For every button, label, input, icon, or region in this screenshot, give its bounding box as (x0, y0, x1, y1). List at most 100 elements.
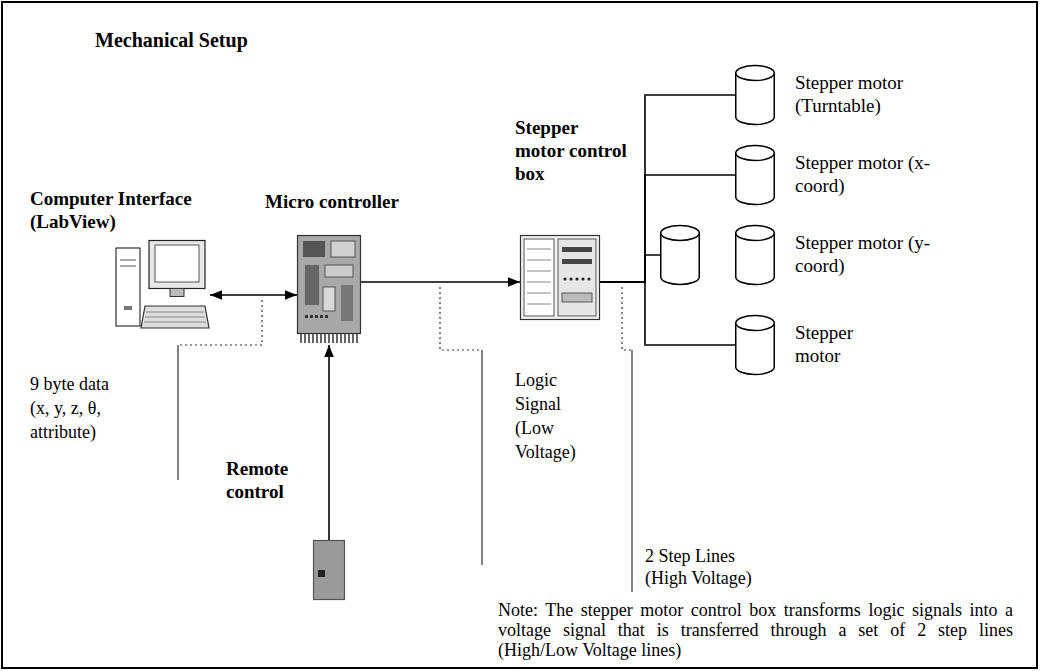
microcontroller-board-shape-part (320, 334, 322, 343)
computer-icon-shape-part (155, 245, 199, 282)
microcontroller-board-shape-part (331, 241, 355, 257)
control-box-shape-part (527, 293, 551, 294)
stepper-motor-shape-part (736, 66, 775, 81)
control-box-shape-part (527, 260, 551, 261)
microcontroller-board-shape-part (336, 334, 338, 343)
control-box-shape-part (527, 282, 551, 283)
figure-title: Mechanical Setup (95, 28, 248, 52)
remote-control-shape-part (318, 570, 325, 577)
computer-icon-shape-part (149, 241, 205, 289)
computer-icon-shape-part (146, 312, 204, 313)
computer-icon-shape-part (145, 317, 205, 318)
remote-control-shape-part (314, 541, 345, 600)
stepper-motor-pair-shape-part (661, 226, 700, 241)
microcontroller-board-shape-part (332, 334, 334, 343)
microcontroller-board-shape-part (316, 334, 318, 343)
microcontroller-board-shape-part (356, 334, 358, 343)
motor-label: Stepper motor (795, 322, 875, 368)
microcontroller-board-shape-part (352, 334, 354, 343)
microcontroller-board-shape-part (303, 241, 325, 257)
node-heading: Micro controller (265, 191, 399, 214)
control-box-shape-part (521, 236, 600, 320)
computer-icon-shape-part (120, 260, 136, 261)
signal-label: 9 byte data (x, y, z, θ, attribute) (30, 372, 130, 444)
control-box-shape-part (581, 277, 584, 280)
microcontroller-board-shape-part (312, 334, 314, 343)
bracket-line (631, 350, 632, 592)
stepper-motor: Stepper motor (735, 315, 775, 375)
microcontroller-board-shape-part (340, 334, 342, 343)
microcontroller-board-shape-part (324, 334, 326, 343)
control-box-shape-part (558, 239, 596, 316)
note-text: Note: The stepper motor control box tran… (498, 600, 1013, 660)
stepper-motor-shape (735, 145, 775, 205)
control-box: Stepper motor control box (520, 235, 600, 320)
control-box-shape-part (575, 277, 578, 280)
leader-line (622, 287, 632, 350)
control-box-shape-part (563, 277, 566, 280)
signal-arrow (210, 294, 297, 296)
node-heading: Stepper motor control box (515, 117, 630, 185)
signal-arrow (361, 281, 520, 283)
stepper-motor-shape (735, 315, 775, 375)
microcontroller-board-shape-part (325, 315, 328, 318)
bracket-line (481, 350, 482, 565)
computer-icon-shape-part (120, 266, 136, 267)
control-box-shape-part (569, 277, 572, 280)
node-heading: Computer Interface (LabView) (30, 188, 215, 234)
microcontroller-board-shape-part (305, 315, 308, 318)
microcontroller-board-shape-part (304, 334, 306, 343)
control-box-shape-part (524, 239, 554, 316)
control-box-shape-part (562, 247, 592, 252)
microcontroller-board-shape-part (300, 334, 302, 343)
microcontroller-board: Micro controller (297, 235, 361, 345)
signal-arrow (328, 345, 330, 540)
motor-label: Stepper motor (x-coord) (795, 152, 945, 198)
control-box-shape-part (527, 249, 551, 250)
microcontroller-board-shape-part (325, 265, 353, 277)
remote-control: Remote control (313, 540, 345, 600)
remote-control-shape (313, 540, 345, 600)
microcontroller-board-shape (297, 235, 361, 345)
motor-label: Stepper motor (y-coord) (795, 232, 945, 278)
microcontroller-board-shape-part (344, 334, 346, 343)
signal-label: Logic Signal (Low Voltage) (515, 368, 587, 464)
stepper-motor: Stepper motor (Turntable) (735, 65, 775, 125)
microcontroller-board-shape-part (298, 236, 361, 334)
stepper-motor-pair-shape-part (736, 226, 775, 241)
step-line (600, 282, 735, 345)
control-box-shape-part (587, 277, 590, 280)
signal-label: 2 Step Lines (High Voltage) (645, 545, 767, 589)
stepper-motor-shape-part (736, 146, 775, 161)
computer-icon-shape-part (170, 289, 184, 297)
node-heading: Remote control (226, 458, 306, 504)
step-line (600, 255, 660, 282)
stepper-motor-pair: Stepper motor (y-coord) (660, 225, 775, 285)
stepper-motor: Stepper motor (x-coord) (735, 145, 775, 205)
microcontroller-board-shape-part (323, 287, 335, 311)
microcontroller-board-shape-part (348, 334, 350, 343)
microcontroller-board-shape-part (320, 315, 323, 318)
computer-icon: Computer Interface (LabView) (115, 240, 210, 335)
stepper-motor-shape-part (736, 316, 775, 331)
microcontroller-board-shape-part (315, 315, 318, 318)
computer-icon-shape-part (141, 306, 209, 328)
computer-icon-shape (115, 240, 210, 335)
computer-icon-shape-part (144, 322, 206, 323)
control-box-shape-part (527, 271, 551, 272)
microcontroller-board-shape-part (341, 285, 353, 321)
control-box-shape-part (562, 293, 592, 302)
control-box-shape-part (562, 259, 592, 264)
computer-icon-shape-part (116, 248, 140, 326)
stepper-motor-shape (735, 65, 775, 125)
microcontroller-board-shape-part (308, 334, 310, 343)
leader-line (440, 287, 482, 350)
motor-label: Stepper motor (Turntable) (795, 72, 945, 118)
microcontroller-board-shape-part (328, 334, 330, 343)
control-box-shape-part (527, 304, 551, 305)
bracket-line (177, 345, 178, 480)
